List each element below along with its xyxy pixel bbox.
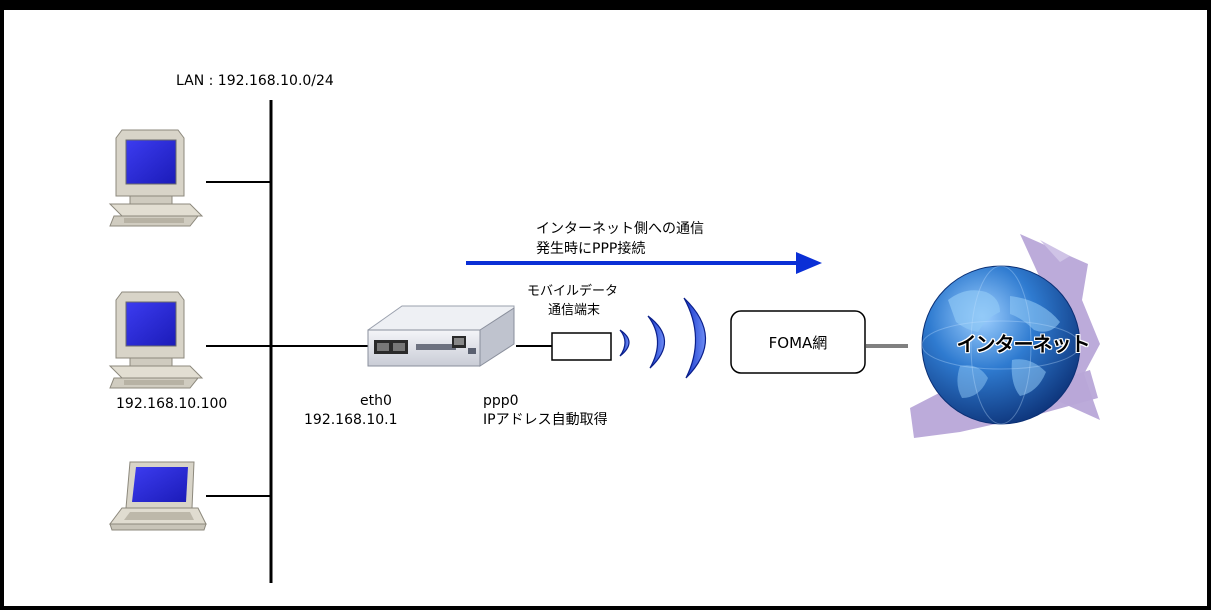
mobile-data-terminal xyxy=(551,332,612,361)
mobile-terminal-label-line2: 通信端末 xyxy=(548,303,601,318)
router-icon xyxy=(367,305,515,367)
internet-label: インターネット xyxy=(956,331,1091,356)
ppp-direction-arrow xyxy=(466,252,822,274)
ppp-interface-label: ppp0 xyxy=(483,393,519,409)
eth-ip-label: 192.168.10.1 xyxy=(304,412,398,428)
laptop-icon xyxy=(109,461,207,531)
flow-note-line1: インターネット側への通信 xyxy=(536,221,704,237)
mobile-terminal-label-line1: モバイルデータ xyxy=(527,284,619,299)
ppp-address-label: IPアドレス自動取得 xyxy=(483,412,608,428)
globe-icon xyxy=(921,265,1081,425)
desktop-pc-icon xyxy=(108,291,204,389)
eth-interface-label: eth0 xyxy=(360,393,392,409)
foma-network-box xyxy=(730,310,866,374)
foma-network-label: FOMA網 xyxy=(768,333,828,352)
flow-note-line2: 発生時にPPP接続 xyxy=(536,241,646,257)
desktop-pc-icon xyxy=(108,129,204,227)
radio-wave-icon xyxy=(619,297,707,379)
lan-subnet-label: LAN : 192.168.10.0/24 xyxy=(176,73,334,89)
pc-ip-label: 192.168.10.100 xyxy=(116,396,228,412)
